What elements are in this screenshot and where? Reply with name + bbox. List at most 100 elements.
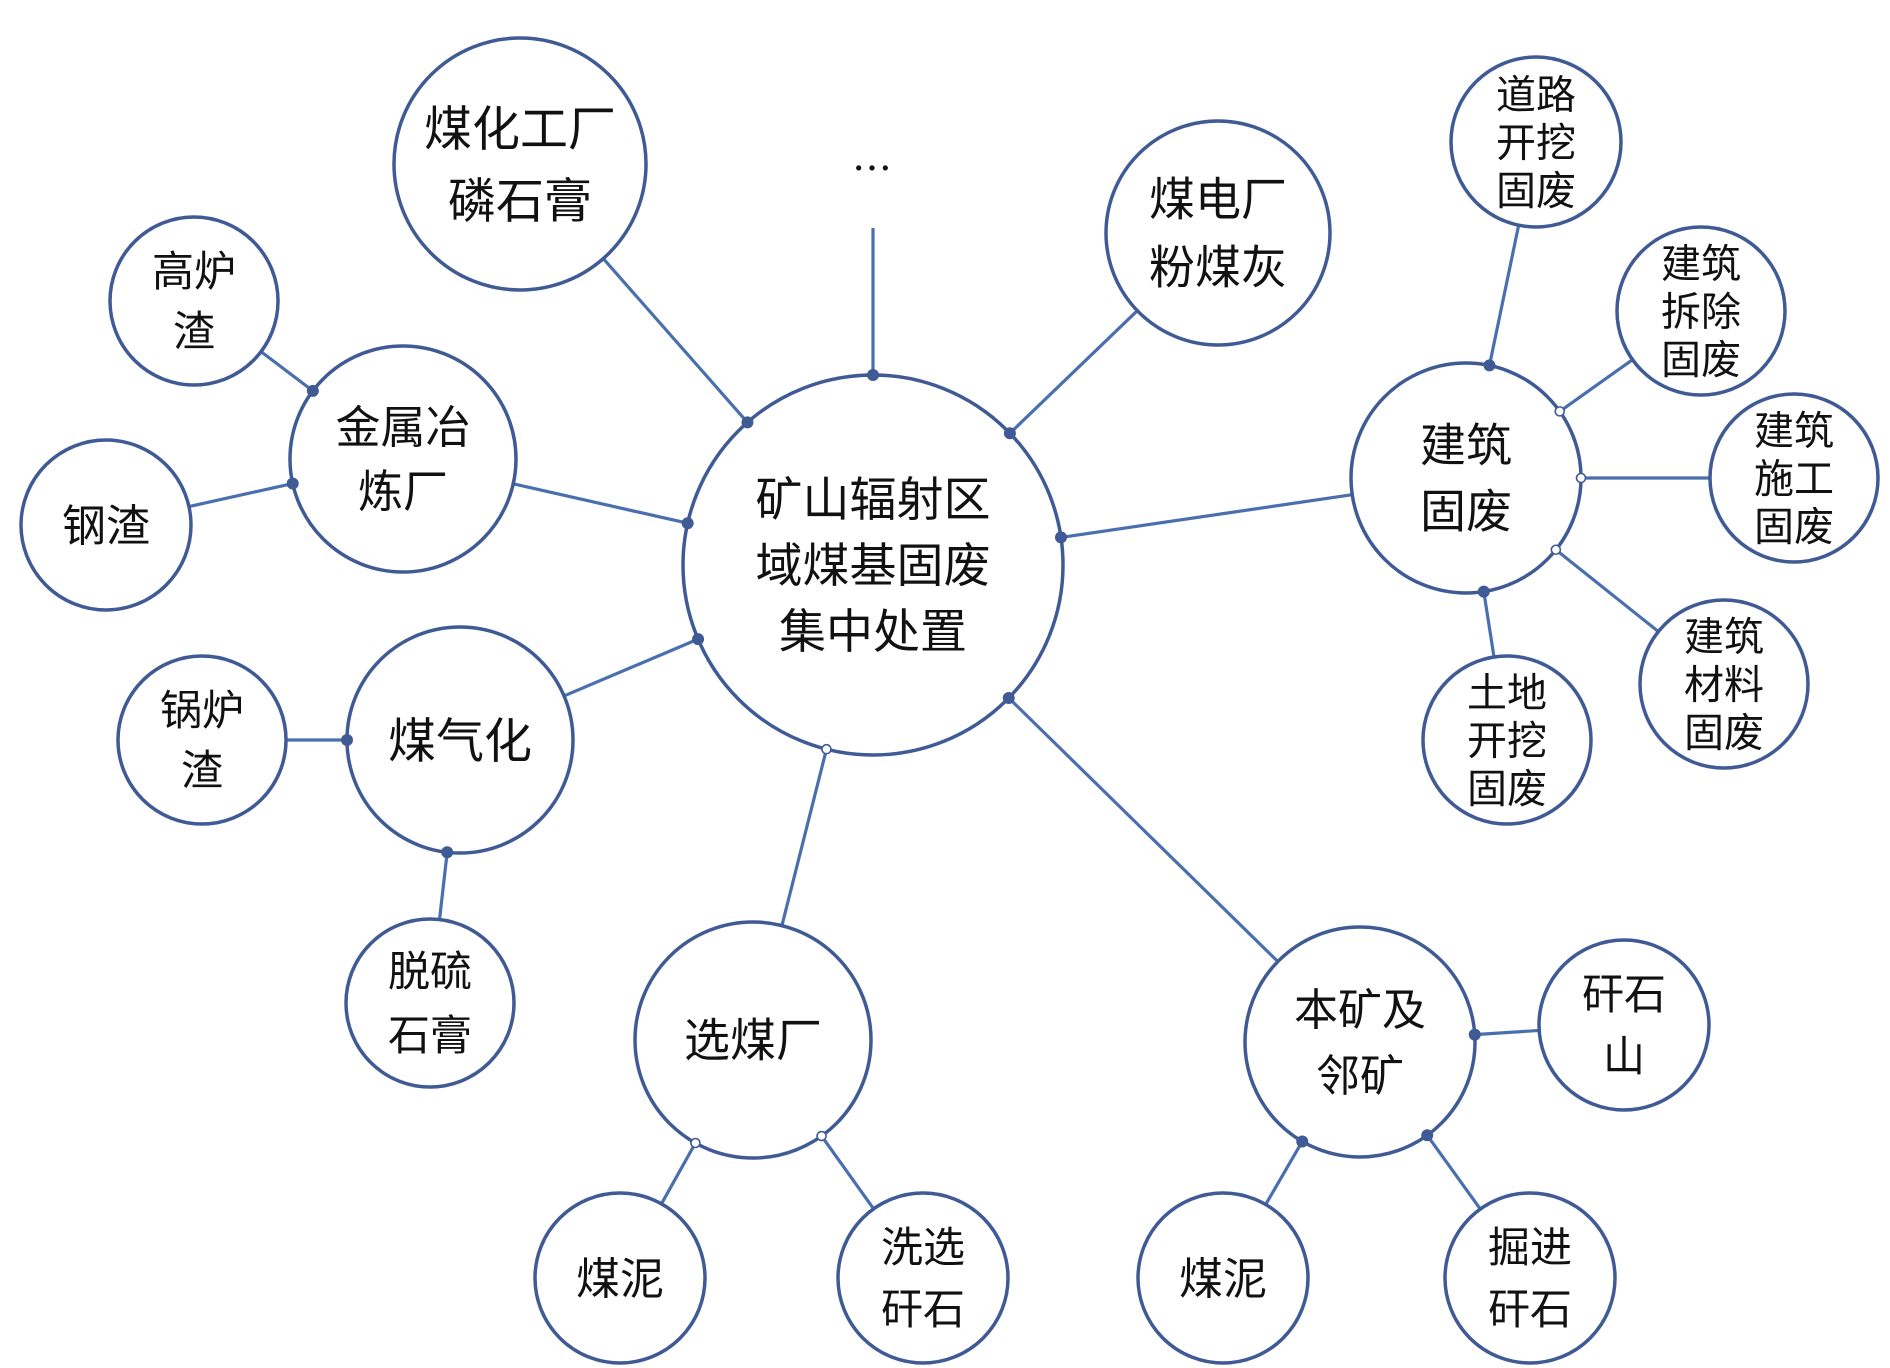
node-label: 钢渣 bbox=[62, 501, 150, 552]
node-label: 材料 bbox=[1684, 662, 1764, 708]
connector-dot bbox=[1421, 1129, 1434, 1142]
connector-dot bbox=[1002, 691, 1015, 704]
edge-gasification-desulf bbox=[437, 852, 449, 920]
node-label: 固废 bbox=[1496, 168, 1576, 214]
node-blast-slag: 高炉渣 bbox=[108, 215, 280, 387]
node-label: 固废 bbox=[1467, 766, 1547, 812]
node-label: 矿山辐射区 bbox=[756, 473, 991, 528]
node-label: 磷石膏 bbox=[448, 173, 592, 229]
node-label: 矸石 bbox=[1582, 970, 1666, 1019]
node-circle bbox=[1537, 938, 1711, 1112]
node-circle bbox=[1638, 598, 1810, 770]
connector-dot bbox=[1554, 406, 1566, 417]
node-label: 拆除 bbox=[1661, 289, 1741, 335]
edge-mine-slime_b bbox=[1264, 1140, 1304, 1206]
node-circle bbox=[19, 438, 193, 612]
node-label: 粉煤灰 bbox=[1149, 241, 1287, 295]
edge-metal-blast_slag bbox=[260, 350, 314, 393]
node-label: 固废 bbox=[1754, 504, 1834, 550]
edge-center-coal_power bbox=[1008, 309, 1139, 435]
node-circle bbox=[1615, 225, 1787, 397]
node-label: 掘进 bbox=[1488, 1223, 1572, 1272]
node-label: 固废 bbox=[1661, 337, 1741, 383]
edge-center-prep_plant bbox=[780, 748, 829, 926]
node-circle bbox=[836, 1191, 1010, 1365]
nodes-layer: 矿山辐射区域煤基固废集中处置煤化工厂磷石膏煤电厂粉煤灰金属冶炼厂高炉渣钢渣煤气化… bbox=[19, 36, 1880, 1365]
node-label: 本矿及 bbox=[1294, 985, 1426, 1036]
node-label: 炼厂 bbox=[358, 465, 448, 518]
connector-dot bbox=[821, 743, 832, 755]
node-label: 脱硫 bbox=[388, 947, 472, 996]
node-label: 建筑 bbox=[1420, 419, 1512, 473]
node-circle bbox=[344, 917, 516, 1089]
node-label: 选煤厂 bbox=[684, 1014, 822, 1068]
node-gangue-hill: 矸石山 bbox=[1537, 938, 1711, 1112]
edge-center-construction bbox=[1060, 493, 1353, 540]
connector-dot bbox=[1296, 1135, 1309, 1148]
edge-construction-demolition bbox=[1558, 358, 1634, 413]
node-circle bbox=[533, 1191, 707, 1365]
node-prep-plant: 选煤厂 bbox=[633, 920, 873, 1160]
node-circle bbox=[116, 654, 288, 826]
node-label: 渣 bbox=[173, 307, 215, 356]
node-label: 煤气化 bbox=[388, 713, 532, 769]
node-circle bbox=[1443, 1191, 1617, 1365]
connector-dot bbox=[341, 734, 353, 746]
connector-dot bbox=[816, 1130, 827, 1142]
node-label: 邻矿 bbox=[1316, 1051, 1404, 1102]
node-label: 石膏 bbox=[388, 1011, 472, 1060]
node-label: 施工 bbox=[1754, 456, 1834, 502]
node-circle bbox=[288, 344, 518, 574]
edge-prep_plant-slime_a bbox=[660, 1142, 697, 1205]
node-label: 固废 bbox=[1420, 485, 1512, 539]
node-label: 土地 bbox=[1467, 670, 1547, 716]
node-label: 山 bbox=[1603, 1032, 1645, 1081]
node-label: 煤化工厂 bbox=[424, 101, 616, 157]
connector-dot bbox=[1550, 544, 1562, 556]
node-label: 固废 bbox=[1684, 710, 1764, 756]
connector-dot bbox=[441, 846, 454, 859]
edges-layer bbox=[188, 224, 1710, 1210]
node-label: 建筑 bbox=[1754, 408, 1834, 454]
node-circle bbox=[633, 920, 873, 1160]
connector-dot bbox=[306, 384, 319, 397]
edge-mine-gangue_hill bbox=[1474, 1028, 1540, 1037]
node-steel-slag: 钢渣 bbox=[19, 438, 193, 612]
node-label: 金属冶 bbox=[335, 401, 470, 454]
node-circle bbox=[1349, 361, 1583, 595]
connector-dot bbox=[741, 416, 754, 429]
node-circle bbox=[1243, 925, 1477, 1159]
connector-dot bbox=[1575, 472, 1587, 484]
edge-construction-material bbox=[1554, 548, 1660, 633]
connector-dot bbox=[1483, 359, 1496, 372]
node-circle bbox=[1421, 654, 1593, 826]
node-slime-a: 煤泥 bbox=[533, 1191, 707, 1365]
connector-dot bbox=[690, 1137, 701, 1149]
node-label: 开挖 bbox=[1496, 120, 1576, 166]
node-circle bbox=[1708, 392, 1880, 564]
node-label: 洗选 bbox=[881, 1223, 965, 1272]
node-label: 煤泥 bbox=[1179, 1254, 1267, 1305]
node-label: 矸石 bbox=[1488, 1285, 1572, 1334]
node-label: 矸石 bbox=[881, 1285, 965, 1334]
edge-construction-road bbox=[1487, 224, 1521, 366]
edge-construction-land bbox=[1482, 591, 1496, 658]
edge-center-gasification bbox=[563, 637, 699, 698]
node-circle bbox=[1449, 55, 1623, 229]
edge-center-metal bbox=[512, 482, 689, 525]
connector-dot bbox=[681, 517, 694, 530]
node-gasification: 煤气化 bbox=[345, 625, 575, 855]
